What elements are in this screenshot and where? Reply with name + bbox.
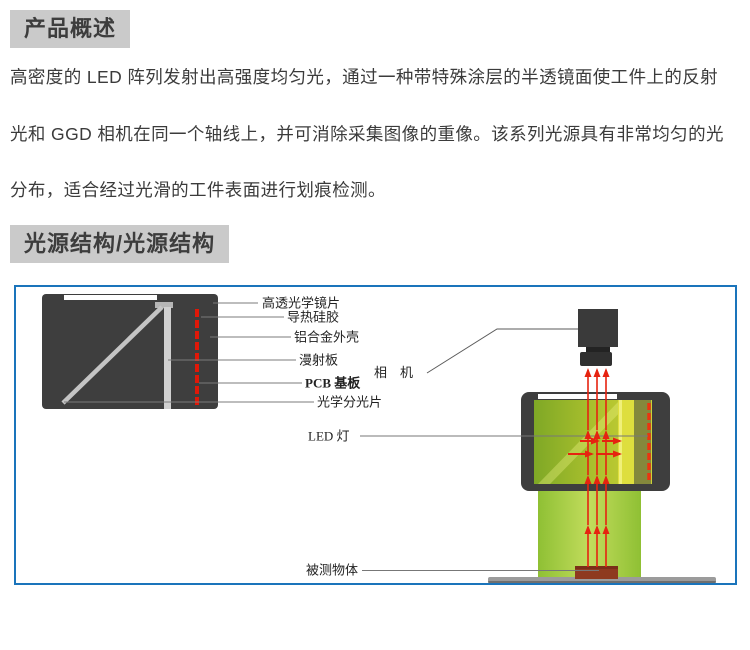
callout-lines (64, 302, 314, 403)
overview-paragraph-line3: 分布，适合经过光滑的工件表面进行划痕检测。 (10, 180, 386, 200)
stage (488, 577, 716, 583)
label-high-trans-lens: 高透光学镜片 (262, 296, 340, 311)
structure-diagram: 高透光学镜片 导热硅胶 铝合金外壳 漫射板 PCB 基板 光学分光片 相 机 (42, 294, 716, 583)
label-test-object: 被测物体 (306, 563, 358, 578)
section-header-light-structure: 光源结构/光源结构 (10, 225, 230, 263)
housing-body (42, 294, 218, 409)
camera-neck (586, 347, 610, 352)
light-cross-section (42, 294, 218, 409)
vertical-light-rays (584, 368, 610, 567)
optical-lens-bar (64, 295, 157, 300)
light-top-window (538, 394, 617, 399)
label-aluminum-housing: 铝合金外壳 (294, 330, 359, 345)
emitted-light-beam (538, 491, 641, 577)
diffuser-plate-bar (164, 307, 171, 409)
section-header-product-overview: 产品概述 (10, 10, 131, 48)
camera-lens (580, 352, 612, 366)
label-thermal-silicone: 导热硅胶 (287, 310, 339, 325)
led-chamber (634, 400, 651, 484)
label-pcb-substrate: PCB 基板 (305, 376, 361, 391)
label-led-lamp: LED 灯 (308, 429, 350, 444)
overview-paragraph-line1: 高密度的 LED 阵列发射出高强度均匀光，通过一种带特殊涂层的半透镜面使工件上的… (10, 67, 719, 87)
camera-callout-line (426, 328, 585, 374)
label-diffuser-plate: 漫射板 (299, 353, 338, 368)
diffuser-mount (155, 302, 173, 308)
label-beam-splitter: 光学分光片 (317, 395, 382, 410)
label-camera: 相 机 (374, 365, 413, 380)
test-object (575, 566, 618, 579)
camera-unit (578, 309, 618, 366)
beam-splitter-plate (61, 305, 164, 405)
camera-body (578, 309, 618, 347)
overview-paragraph-line2: 光和 GGD 相机在同一个轴线上，并可消除采集图像的重像。该系列光源具有非常均匀… (10, 124, 724, 144)
structure-diagram-panel: 高透光学镜片 导热硅胶 铝合金外壳 漫射板 PCB 基板 光学分光片 相 机 (14, 285, 737, 585)
